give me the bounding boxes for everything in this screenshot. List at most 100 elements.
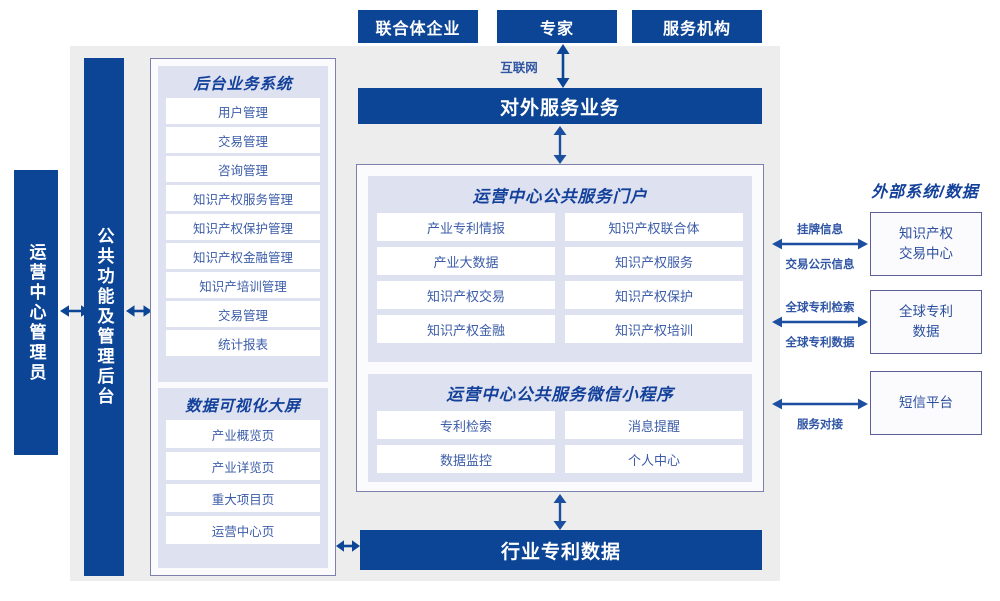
top-actor-label: 服务机构	[662, 20, 731, 38]
miniprogram-item-label: 专利检索	[439, 418, 492, 434]
miniprogram-item-label: 数据监控	[439, 452, 492, 468]
backend-system-title: 后台业务系统	[158, 66, 328, 94]
portal-item-label: 产业大数据	[433, 254, 499, 270]
backend-system-title-text: 后台业务系统	[193, 76, 293, 93]
portal-item-label: 知识产权金融	[426, 322, 505, 338]
portal-item-label: 知识产权保护	[614, 288, 693, 304]
top-actor-union-enterprise[interactable]: 联合体企业	[358, 10, 478, 43]
external-link-arrow-1	[772, 238, 868, 250]
industry-patent-data-bar[interactable]: 行业专利数据	[360, 530, 762, 570]
backend-to-industry-data-arrow	[336, 540, 360, 552]
external-link-label-2-below: 全球专利数据	[770, 334, 870, 350]
external-link-label-2-above: 全球专利检索	[770, 299, 870, 315]
miniprogram-item[interactable]: 专利检索	[377, 411, 555, 439]
data-visual-item-label: 产业概览页	[211, 428, 275, 443]
backend-item-label: 知识产权金融管理	[192, 250, 293, 265]
portal-item[interactable]: 知识产权培训	[565, 315, 743, 343]
top-actor-expert[interactable]: 专家	[497, 10, 617, 43]
portal-title: 运营中心公共服务门户	[368, 176, 752, 207]
backend-item-label: 交易管理	[217, 134, 268, 149]
industry-patent-data-label: 行业专利数据	[500, 541, 621, 563]
external-systems-title: 外部系统/数据	[855, 178, 995, 202]
backend-item[interactable]: 统计报表	[166, 330, 320, 356]
portal-item[interactable]: 知识产权保护	[565, 281, 743, 309]
internet-link-label: 互联网	[486, 57, 552, 76]
external-link-text: 全球专利检索	[785, 302, 855, 314]
portal-panel: 运营中心公共服务门户 产业专利情报 知识产权联合体 产业大数据 知识产权服务 知…	[368, 176, 752, 362]
external-service-bar[interactable]: 对外服务业务	[358, 88, 762, 124]
external-system-line2: 数据	[912, 324, 940, 339]
admin-backend-label: 公共功能及管理后台	[94, 227, 114, 407]
external-system-line1: 全球专利	[899, 304, 953, 320]
backend-item[interactable]: 知识产权保护管理	[166, 214, 320, 240]
top-actor-label: 专家	[539, 20, 574, 38]
external-link-label-1-below: 交易公示信息	[770, 256, 870, 272]
portal-item-label: 知识产权培训	[614, 322, 693, 338]
data-visual-item[interactable]: 运营中心页	[166, 516, 320, 544]
external-link-text: 交易公示信息	[785, 259, 855, 271]
data-visual-item-label: 运营中心页	[211, 524, 275, 539]
external-system-ip-exchange[interactable]: 知识产权 交易中心	[870, 212, 982, 276]
backend-item[interactable]: 知识产培训管理	[166, 272, 320, 298]
miniprogram-title-text: 运营中心公共服务微信小程序	[446, 386, 674, 404]
portal-item[interactable]: 知识产权交易	[377, 281, 555, 309]
external-link-text: 服务对接	[797, 419, 843, 431]
portal-item-label: 产业专利情报	[426, 220, 505, 236]
data-visual-item[interactable]: 产业详览页	[166, 452, 320, 480]
backend-item[interactable]: 交易管理	[166, 127, 320, 153]
backend-item[interactable]: 咨询管理	[166, 156, 320, 182]
portal-to-industry-data-arrow	[553, 494, 567, 530]
external-link-arrow-2	[772, 316, 868, 328]
portal-item[interactable]: 产业大数据	[377, 247, 555, 275]
backend-item-label: 知识产培训管理	[199, 279, 287, 294]
backend-item-label: 用户管理	[217, 105, 268, 120]
backend-item[interactable]: 知识产权服务管理	[166, 185, 320, 211]
backend-item[interactable]: 交易管理	[166, 301, 320, 327]
external-link-arrow-3	[772, 398, 868, 410]
external-system-sms-platform[interactable]: 短信平台	[870, 371, 982, 435]
backend-item[interactable]: 用户管理	[166, 98, 320, 124]
portal-title-text: 运营中心公共服务门户	[472, 188, 648, 206]
backend-item[interactable]: 知识产权金融管理	[166, 243, 320, 269]
backend-item-label: 咨询管理	[217, 163, 268, 178]
external-system-line1: 短信平台	[899, 395, 953, 411]
external-link-text: 挂牌信息	[797, 224, 843, 236]
portal-item[interactable]: 知识产权服务	[565, 247, 743, 275]
data-visualization-title: 数据可视化大屏	[158, 388, 328, 416]
external-system-line2: 交易中心	[899, 246, 953, 261]
backend-item-label: 知识产权保护管理	[192, 221, 293, 236]
portal-item[interactable]: 知识产权金融	[377, 315, 555, 343]
portal-item[interactable]: 产业专利情报	[377, 213, 555, 241]
data-visual-item[interactable]: 重大项目页	[166, 484, 320, 512]
external-systems-title-text: 外部系统/数据	[871, 184, 979, 201]
top-actor-label: 联合体企业	[375, 20, 461, 38]
data-visual-item[interactable]: 产业概览页	[166, 420, 320, 448]
external-link-label-1-above: 挂牌信息	[772, 221, 868, 237]
backend-item-label: 统计报表	[217, 337, 268, 352]
portal-item-label: 知识产权服务	[614, 254, 693, 270]
miniprogram-item[interactable]: 数据监控	[377, 445, 555, 473]
data-visual-item-label: 产业详览页	[211, 460, 275, 475]
service-to-portal-arrow	[553, 126, 567, 164]
left-actor-operations-admin[interactable]: 运营中心管理员	[14, 170, 58, 455]
external-system-global-patent[interactable]: 全球专利 数据	[870, 290, 982, 354]
data-visual-item-label: 重大项目页	[211, 492, 275, 507]
miniprogram-item-label: 消息提醒	[627, 418, 680, 434]
data-visualization-title-text: 数据可视化大屏	[185, 398, 301, 415]
portal-item-label: 知识产权联合体	[608, 220, 700, 236]
internet-label-text: 互联网	[500, 61, 538, 75]
miniprogram-item[interactable]: 个人中心	[565, 445, 743, 473]
top-actor-service-agency[interactable]: 服务机构	[632, 10, 762, 43]
external-service-bar-label: 对外服务业务	[499, 97, 620, 119]
miniprogram-panel: 运营中心公共服务微信小程序 专利检索 消息提醒 数据监控 个人中心	[368, 374, 752, 482]
admin-backend-bar[interactable]: 公共功能及管理后台	[84, 58, 124, 576]
miniprogram-item[interactable]: 消息提醒	[565, 411, 743, 439]
external-system-line1: 知识产权	[899, 226, 953, 242]
backend-link-arrow	[126, 305, 152, 317]
backend-item-label: 交易管理	[217, 308, 268, 323]
portal-item-label: 知识产权交易	[426, 288, 505, 304]
miniprogram-title: 运营中心公共服务微信小程序	[368, 374, 752, 405]
external-link-text: 全球专利数据	[785, 337, 855, 349]
portal-item[interactable]: 知识产权联合体	[565, 213, 743, 241]
